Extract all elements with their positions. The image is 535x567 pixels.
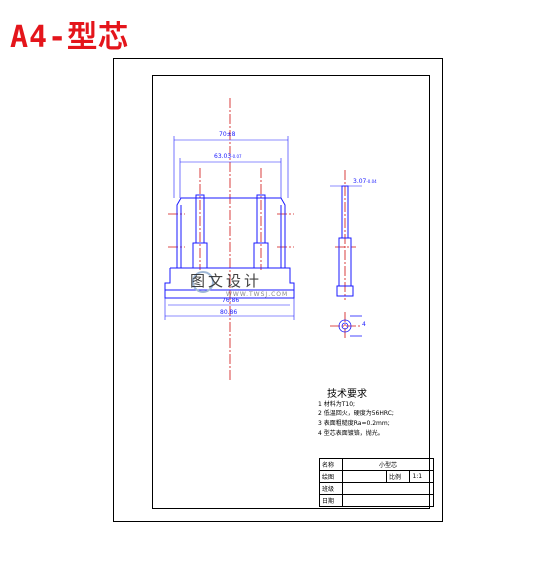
tech-item-4: 4 型芯表面镀铬，抛光。 [318,430,384,437]
dim-top-width: 70±8 [219,131,236,138]
title-block-class-label: 班级 [319,482,343,495]
title-block-drawn-label: 绘图 [319,470,343,483]
title-block-name-value: 小型芯 [342,458,434,471]
section-view [338,315,362,337]
dim-pin-diameter: 3.07-0.04 [353,178,377,185]
title-block-ratio-value: 1:1 [409,470,434,483]
watermark-url: WWW.TWSJ.COM [226,291,289,298]
tech-item-1: 1 材料为T10; [318,401,356,408]
watermark-logo-icon [192,271,214,293]
drawing-sheet-outer-border [113,58,443,522]
drawing-sheet-inner-border [152,75,430,509]
dimension-lines [164,136,362,320]
tech-item-3: 3 表面粗糙度Ra=0.2mm; [318,420,390,427]
tech-requirements-title: 技术要求 [327,389,367,400]
watermark-text: 图文设计 [190,272,263,290]
page-title: A4-型芯 [10,20,130,55]
dim-inner-width: 63.03-0.07 [214,153,242,160]
tech-item-2: 2 低温回火，硬度为56HRC; [318,410,394,417]
dim-bottom-width-2: 80.86 [220,309,238,316]
title-block-ratio-label: 比例 [385,470,411,483]
dim-bottom-width-1: 76.86 [222,297,240,304]
title-block: 名称 小型芯 绘图 比例 1:1 班级 日期 [319,458,434,507]
title-block-name-label: 名称 [319,458,343,471]
dim-section: 4 [362,321,366,328]
title-block-date-label: 日期 [319,494,343,507]
